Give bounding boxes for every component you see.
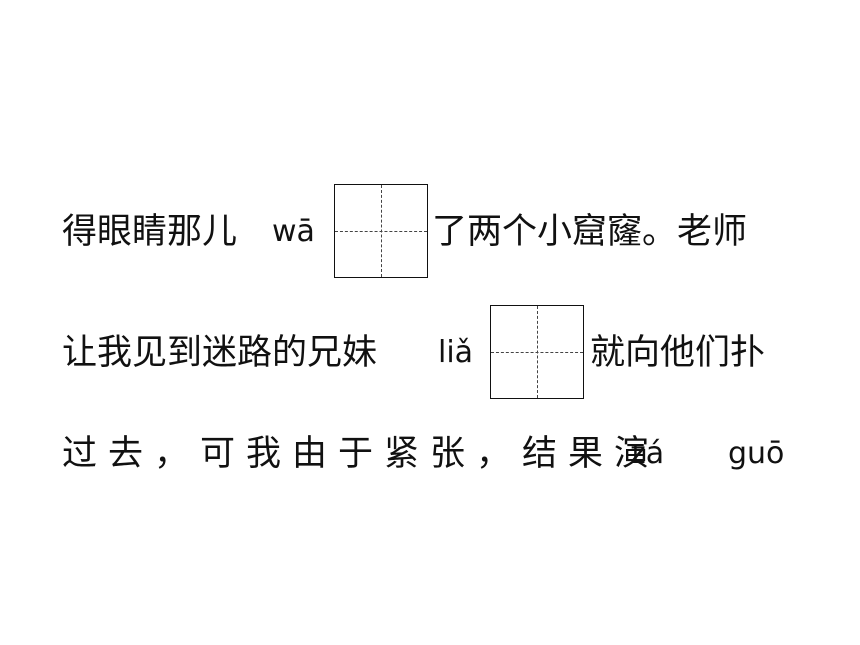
line1-text-before: 得眼睛那儿 [62,212,238,252]
line1-pinyin: wā [272,214,315,249]
line3-text: 过去，可我由于紧张，结果演 [62,434,661,474]
box-guide-vertical [381,185,382,277]
line2-pinyin: liǎ [438,335,474,370]
line2-text-after: 就向他们扑 [590,333,766,373]
answer-box-1[interactable] [334,184,428,278]
sentence-line-2-continued: 就向他们扑 [0,323,860,383]
sentence-line-1: 得眼睛那儿 wā [0,202,860,262]
line1-text-after: 了两个小窟窿。老师 [432,212,748,252]
sentence-line-1-continued: 了两个小窟窿。老师 [0,202,860,262]
box-guide-vertical [537,306,538,398]
line3-pinyin-2: guō [728,436,785,471]
answer-box-2[interactable] [490,305,584,399]
sentence-line-2: 让我见到迷路的兄妹 liǎ [0,323,860,383]
line3-pinyin-1: zá [630,436,665,471]
sentence-line-3: 过去，可我由于紧张，结果演 zá guō [0,424,860,484]
line2-text-before: 让我见到迷路的兄妹 [62,333,378,373]
